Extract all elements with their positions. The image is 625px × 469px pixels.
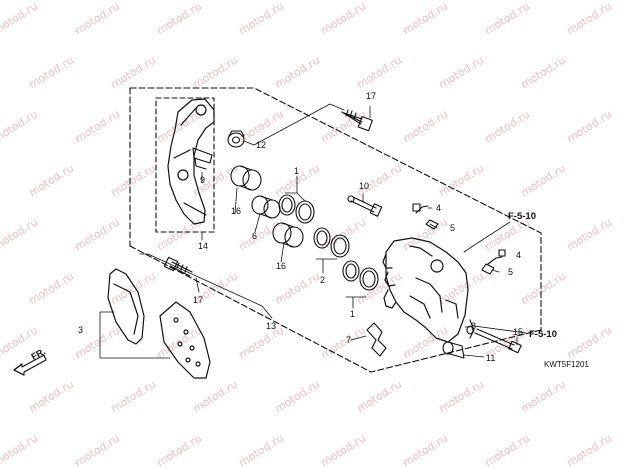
callout-13: 13 xyxy=(266,321,277,331)
pad-retainer xyxy=(466,319,475,339)
caliper-plug xyxy=(442,341,465,359)
callout-2: 2 xyxy=(320,275,326,285)
bracket-boundary xyxy=(155,97,215,233)
reference-label-top: F-5-10 xyxy=(508,211,536,222)
callout-6: 6 xyxy=(252,231,258,241)
seal-set-upper xyxy=(278,194,315,224)
bleeder-upper xyxy=(412,203,439,230)
callout-5-upper: 5 xyxy=(450,223,456,233)
callout-8: 8 xyxy=(471,321,477,331)
callout-16-upper: 16 xyxy=(231,206,242,216)
pad-clip xyxy=(192,147,213,170)
callout-16-lower: 16 xyxy=(276,261,287,271)
caliper-bracket xyxy=(167,98,215,225)
brake-pad-outer xyxy=(107,268,145,345)
callout-17-top: 17 xyxy=(366,91,377,101)
seal-set-lower xyxy=(342,260,379,291)
callout-1-upper: 1 xyxy=(294,166,300,176)
callout-11: 11 xyxy=(486,353,496,363)
pin-boot xyxy=(227,130,245,148)
callout-1-lower: 1 xyxy=(350,309,356,319)
pad-spring xyxy=(366,322,387,357)
callout-3: 3 xyxy=(78,325,84,335)
callout-10: 10 xyxy=(359,181,370,191)
bolt-top xyxy=(341,109,373,132)
piston-upper xyxy=(230,165,262,191)
caliper-body xyxy=(382,237,469,343)
callout-leaders xyxy=(99,103,527,359)
callout-12: 12 xyxy=(256,140,267,150)
callout-17-bottom: 17 xyxy=(193,295,204,305)
caliper-assembly-boundary-bottom xyxy=(129,245,542,373)
piston-lower xyxy=(272,222,304,248)
caliper-assembly-boundary xyxy=(129,87,542,331)
reference-label-bottom: F-5-10 xyxy=(529,329,557,340)
callout-9: 9 xyxy=(200,175,206,185)
callout-15: 15 xyxy=(513,327,524,337)
diagram-code: KWT5F1201 xyxy=(544,360,589,369)
callout-14: 14 xyxy=(198,241,209,251)
callout-4-lower: 4 xyxy=(516,250,522,260)
callout-4-upper: 4 xyxy=(436,203,442,213)
bolt-bottom xyxy=(163,256,193,277)
brake-pad-inner xyxy=(159,301,211,379)
seal-set-middle xyxy=(313,227,350,258)
piston-middle xyxy=(251,195,281,219)
callout-5-lower: 5 xyxy=(508,267,514,277)
front-arrow-icon xyxy=(13,354,47,376)
callout-7: 7 xyxy=(346,335,352,345)
pin-bolt xyxy=(347,195,383,217)
